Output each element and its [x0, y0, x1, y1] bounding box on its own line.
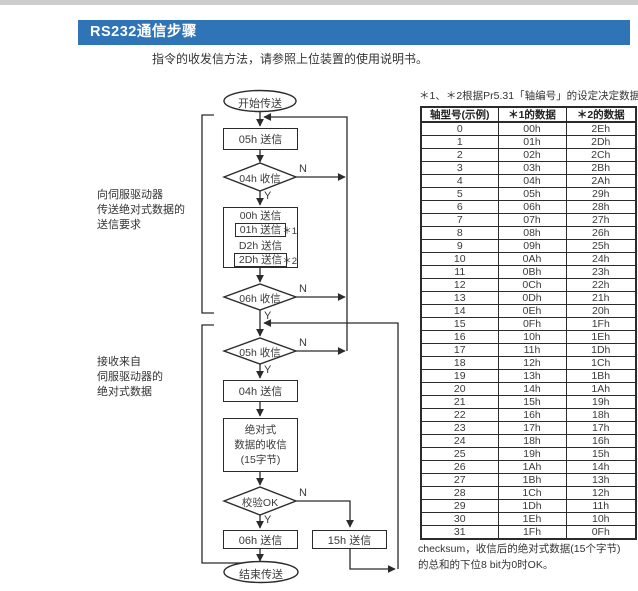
col-header-axis: 轴型号(示例): [420, 106, 499, 123]
request-data-box: 00h 送信 01h 送信 ＊1 D2h 送信 2Dh 送信 ＊2: [223, 207, 298, 268]
process-send-06h: 06h 送信: [223, 530, 298, 549]
request-row-2dh: 2Dh 送信 ＊2: [224, 252, 297, 268]
boxed-value: 2Dh 送信: [233, 252, 288, 267]
decision-recv-06h-shape: [221, 283, 299, 311]
col-header-star2: ＊2的数据: [565, 106, 637, 123]
request-row-00h: 00h 送信: [239, 210, 282, 222]
col-header-star1: ＊1的数据: [497, 106, 567, 123]
end-terminator: 结束传送: [239, 569, 283, 581]
process-recv-absolute-data: 绝对式 数据的收信 (15字节): [223, 418, 298, 472]
decision-recv-05h-shape: [221, 337, 299, 365]
section-label-request: 向伺服驱动器 传送绝对式数据的 送信要求: [97, 189, 185, 231]
page-title: RS232通信步骤: [90, 24, 197, 40]
boxed-value: 01h 送信: [234, 223, 287, 238]
branch-label-n: N: [299, 283, 307, 295]
top-divider: [0, 0, 638, 5]
axis-table-header: 轴型号(示例) ＊1的数据 ＊2的数据: [420, 106, 637, 123]
section-header-bar: RS232通信步骤: [78, 20, 630, 45]
footnote-mark-1: ＊1: [282, 226, 297, 238]
footnote-mark-2: ＊2: [282, 255, 297, 267]
process-send-15h: 15h 送信: [312, 530, 387, 549]
process-send-04h: 04h 送信: [223, 380, 298, 402]
process-send-05h: 05h 送信: [223, 128, 298, 150]
branch-label-y: Y: [264, 364, 272, 376]
branch-label-y: Y: [264, 514, 272, 526]
decision-recv-05h: 05h 收信: [239, 347, 281, 359]
branch-label-y: Y: [264, 190, 272, 202]
note-above-table: ＊1、＊2根据Pr5.31「轴编号」的设定决定数据。: [419, 90, 638, 102]
subtitle-text: 指令的收发信方法，请参照上位装置的使用说明书。: [152, 52, 429, 66]
decision-checksum-shape: [222, 486, 298, 516]
section-label-receive: 接收来自 伺服驱动器的 绝对式数据: [97, 356, 163, 398]
branch-label-n: N: [299, 337, 307, 349]
request-row-01h: 01h 送信 ＊1: [224, 223, 297, 238]
branch-label-n: N: [299, 487, 307, 499]
start-terminator: 开始传送: [238, 98, 282, 110]
decision-recv-04h-shape: [222, 162, 298, 192]
decision-recv-04h: 04h 收信: [239, 173, 281, 185]
end-terminator-shape: [223, 560, 299, 584]
start-terminator-shape: [223, 89, 297, 113]
decision-recv-06h: 06h 收信: [239, 293, 281, 305]
branch-label-y: Y: [264, 310, 272, 322]
checksum-note: checksum，收信后的绝对式数据(15个字节) 的总和的下位8 bit为0时…: [418, 543, 621, 571]
branch-label-n: N: [299, 163, 307, 175]
request-row-d2h: D2h 送信: [238, 239, 283, 252]
decision-checksum-ok: 校验OK: [241, 497, 279, 509]
